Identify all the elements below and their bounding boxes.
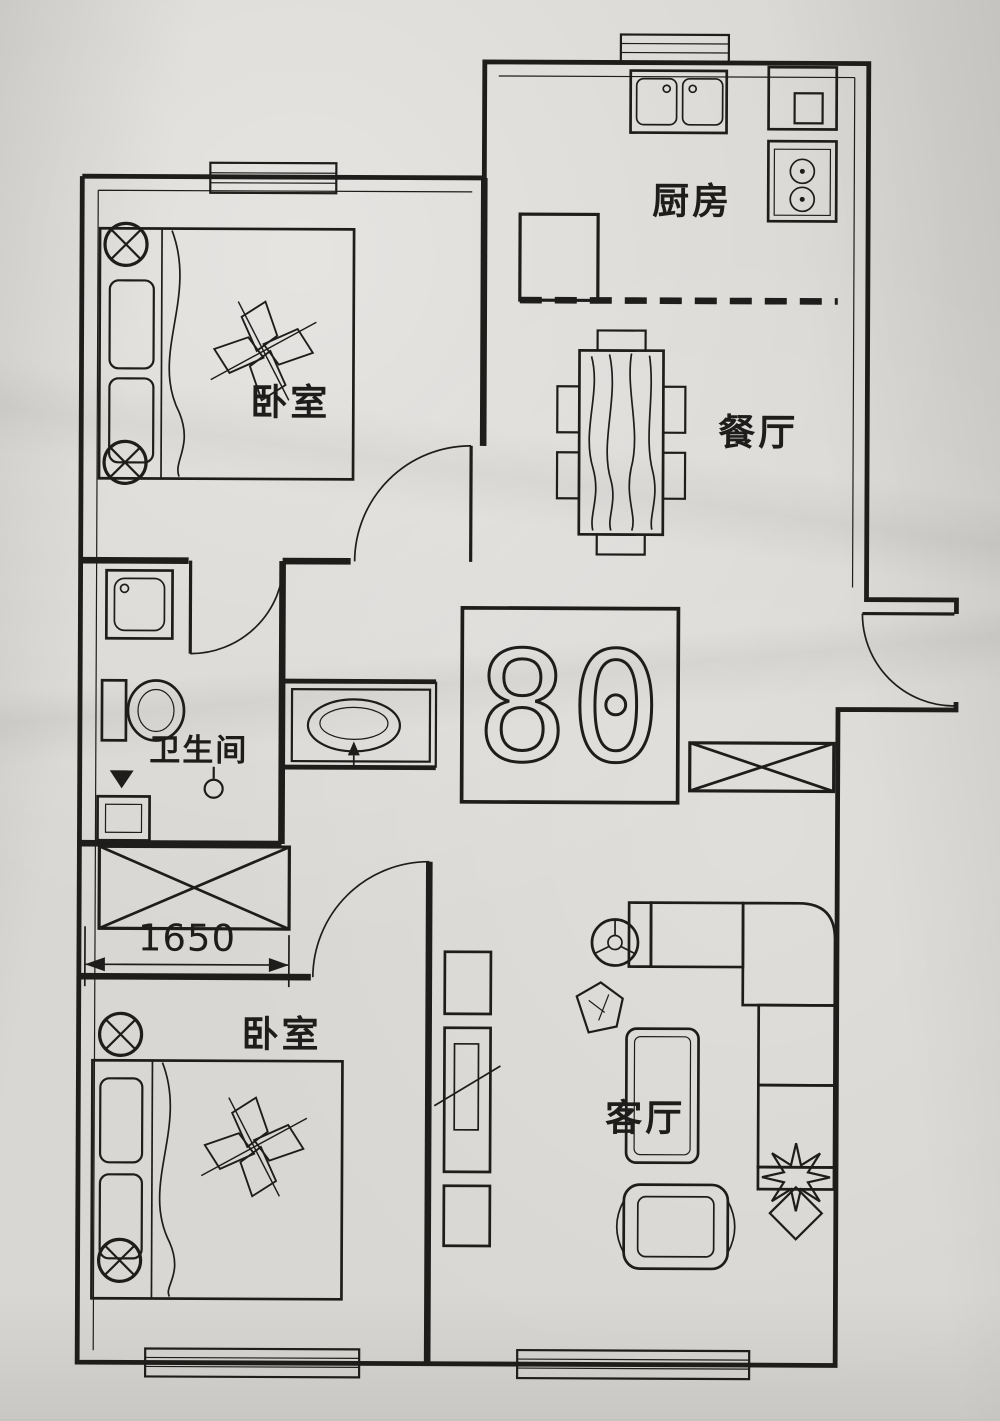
bed-flower-decor-bottom <box>201 1097 307 1196</box>
plant-bottom <box>762 1143 830 1239</box>
shower-symbol <box>205 767 223 798</box>
bed-bottom <box>91 1060 342 1299</box>
dimension-text: 1650 <box>138 916 236 959</box>
sofa <box>628 903 835 1190</box>
wash-basin <box>292 689 430 766</box>
door-arc-bedroom-top <box>355 445 472 562</box>
plant-top <box>577 982 623 1032</box>
unit-marker-text: 80 <box>476 619 664 797</box>
side-table <box>592 919 638 965</box>
door-arc-bathroom <box>190 561 283 654</box>
tv-cabinet <box>434 952 501 1246</box>
cabinet-crossbox-right <box>690 743 834 792</box>
door-arc-bedroom-bottom <box>313 861 430 978</box>
bath-corner-unit <box>97 796 149 840</box>
water-heater <box>769 67 837 129</box>
toilet <box>102 680 184 740</box>
room-label-dining: 餐厅 <box>718 411 798 454</box>
washing-machine <box>106 570 172 638</box>
window-kitchen-top <box>621 35 729 63</box>
kitchen-cabinet <box>520 214 598 300</box>
door-arc-entry <box>862 614 954 706</box>
room-label-kitchen: 厨房 <box>652 180 732 223</box>
kitchen-stove <box>768 141 836 221</box>
corner-marker <box>99 1013 141 1055</box>
corner-marker <box>99 1239 141 1281</box>
armchair <box>617 1185 735 1270</box>
room-label-bathroom: 卫生间 <box>149 732 248 768</box>
kitchen-sink <box>631 71 727 133</box>
room-label-bedroom-bottom: 卧室 <box>241 1013 321 1056</box>
shaft-marker-box: 80 <box>462 608 679 803</box>
floor-drain <box>110 770 134 788</box>
dining-table <box>557 330 686 555</box>
room-label-bedroom-top: 卧室 <box>250 381 330 424</box>
bed-top <box>99 228 354 479</box>
room-label-living: 客厅 <box>605 1096 685 1139</box>
